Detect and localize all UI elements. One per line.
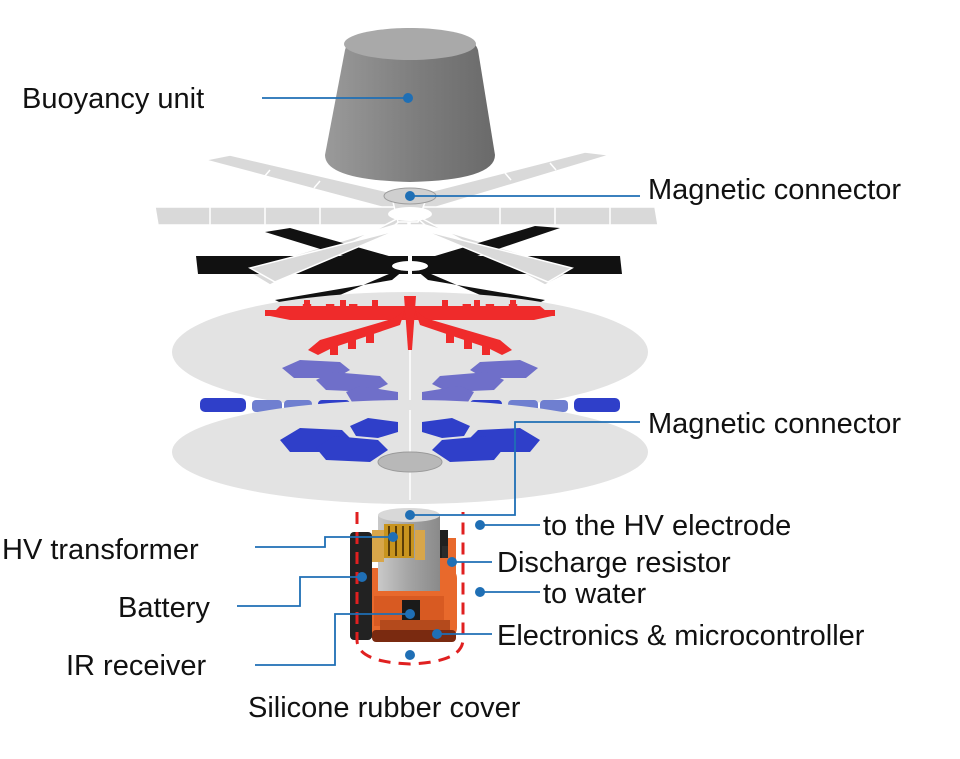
pointer-dots xyxy=(357,93,485,660)
silicone-cover-outline xyxy=(355,512,465,666)
light-frame-front-arms xyxy=(248,224,574,283)
frame-segment-lines xyxy=(209,162,611,225)
light-blue-flaps xyxy=(282,360,538,404)
dark-frame-hole xyxy=(392,261,428,271)
middle-magnetic-connector xyxy=(377,451,443,473)
leader-lines xyxy=(237,97,640,666)
label-battery: Battery xyxy=(118,592,210,624)
label-magnetic-connector-mid: Magnetic connector xyxy=(648,408,902,440)
label-silicone-cover: Silicone rubber cover xyxy=(248,692,521,724)
top-magnet-hole xyxy=(388,207,432,221)
dark-blue-flaps xyxy=(280,418,540,462)
label-to-water: to water xyxy=(543,578,647,610)
electronics-core xyxy=(350,508,457,642)
buoyancy-unit xyxy=(325,28,495,182)
label-ir-receiver: IR receiver xyxy=(66,650,207,682)
label-magnetic-connector-top: Magnetic connector xyxy=(648,174,902,206)
label-electronics: Electronics & microcontroller xyxy=(497,620,865,652)
red-electrode-pattern xyxy=(265,296,555,355)
label-discharge-resistor: Discharge resistor xyxy=(497,547,731,579)
label-hv-electrode: to the HV electrode xyxy=(543,510,792,542)
label-hv-transformer: HV transformer xyxy=(2,534,199,566)
label-buoyancy-unit: Buoyancy unit xyxy=(22,83,205,115)
